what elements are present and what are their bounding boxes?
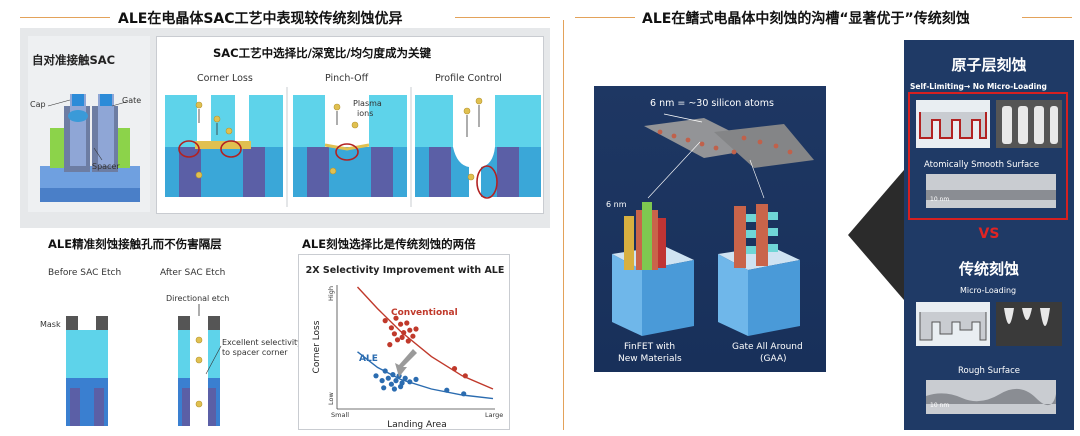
gate-label: Gate <box>122 96 142 105</box>
data-point-1-3 <box>385 375 391 381</box>
data-point-1-0 <box>373 373 379 379</box>
key-factors-panel: SAC工艺中选择比/深宽比/均匀度成为关键 Corner Loss Pinch-… <box>156 36 544 214</box>
finfet-label-2: New Materials <box>618 354 682 364</box>
selectivity-label-2: to spacer corner <box>222 348 288 357</box>
y-tick-low: Low <box>327 392 335 405</box>
data-point-0-5 <box>404 320 410 326</box>
right-header-line-left <box>575 17 635 18</box>
selectivity-panel-title: ALE刻蚀选择比是传统刻蚀的两倍 <box>302 237 476 251</box>
data-point-0-14 <box>451 366 458 372</box>
data-point-1-15 <box>444 387 450 393</box>
trend-line-1 <box>357 351 494 400</box>
micro-loading-label: Micro-Loading <box>960 286 1017 295</box>
data-point-0-12 <box>391 331 397 337</box>
data-point-0-13 <box>405 338 411 344</box>
sac-panel-title: 自对准接触SAC <box>32 53 116 67</box>
conventional-profile-diagram <box>916 302 1062 414</box>
scale-label-1: 10 nm <box>930 196 950 203</box>
data-point-0-2 <box>393 315 399 321</box>
selectivity-label-1: Excellent selectivity <box>222 338 302 347</box>
data-point-1-14 <box>413 376 419 382</box>
left-section-title: ALE在电晶体SAC工艺中表现较传统刻蚀优异 <box>118 11 403 27</box>
finfet-label-1: FinFET with <box>624 342 676 352</box>
data-point-1-13 <box>398 384 404 390</box>
data-point-1-5 <box>390 372 396 378</box>
chart-xlabel: Landing Area <box>387 420 446 430</box>
etch-panel-title: ALE精准刻蚀接触孔而不伤害隔层 <box>48 237 222 251</box>
y-tick-high: High <box>327 286 335 301</box>
ale-title: 原子层刻蚀 <box>951 56 1027 74</box>
col-profile-control: Profile Control <box>435 73 502 84</box>
chart-title: 2X Selectivity Improvement with ALE <box>306 265 505 276</box>
before-sac-label: Before SAC Etch <box>48 268 122 278</box>
right-header-line-right <box>1022 17 1072 18</box>
cap-label: Cap <box>30 100 46 109</box>
scale-label-2: 10 nm <box>930 402 950 409</box>
conventional-title: 传统刻蚀 <box>958 260 1019 278</box>
six-nm-label: 6 nm <box>606 200 627 209</box>
etch-diagram <box>66 304 222 426</box>
data-point-1-9 <box>402 375 408 381</box>
chevron-pointer <box>848 170 904 300</box>
data-point-1-6 <box>393 378 399 384</box>
ale-arrow <box>395 349 417 377</box>
data-point-0-4 <box>401 330 407 336</box>
data-point-1-4 <box>388 381 394 387</box>
left-header-line-right <box>455 17 550 18</box>
data-point-1-12 <box>391 386 397 392</box>
col-corner-loss: Corner Loss <box>197 73 253 84</box>
data-point-0-10 <box>410 333 416 339</box>
center-divider <box>563 20 564 430</box>
data-point-1-1 <box>379 378 385 384</box>
etch-panel: ALE精准刻蚀接触孔而不伤害隔层 Before SAC Etch After S… <box>26 228 302 430</box>
data-point-0-6 <box>407 327 413 333</box>
data-point-1-16 <box>461 391 467 397</box>
rough-surface-label: Rough Surface <box>958 366 1020 376</box>
x-tick-small: Small <box>331 411 349 419</box>
selectivity-chart-panel: 2X Selectivity Improvement with ALE Land… <box>298 254 510 430</box>
vs-label: VS <box>978 226 1000 242</box>
x-tick-large: Large <box>485 411 503 419</box>
data-point-0-15 <box>462 373 468 379</box>
after-sac-label: After SAC Etch <box>160 268 226 278</box>
directional-label: Directional etch <box>166 294 230 303</box>
data-point-0-3 <box>398 321 404 327</box>
legend-conventional: Conventional <box>391 308 458 318</box>
plasma-label: Plasma <box>353 99 382 108</box>
col-pinch-off: Pinch-Off <box>325 73 369 84</box>
data-point-1-11 <box>381 385 387 391</box>
gaa-label-1: Gate All Around <box>732 342 803 352</box>
pointer-triangle <box>250 214 310 228</box>
chart-ylabel: Corner Loss <box>312 320 322 373</box>
legend-ale: ALE <box>359 354 378 364</box>
right-section-title: ALE在鳍式电晶体中刻蚀的沟槽“显著优于”传统刻蚀 <box>642 11 970 27</box>
data-point-0-9 <box>394 337 401 343</box>
ale-profile-diagram <box>916 100 1062 208</box>
left-header-line-left <box>20 17 110 18</box>
data-point-1-2 <box>382 368 388 374</box>
silicon-atoms-label: 6 nm = ~30 silicon atoms <box>650 98 774 109</box>
compare-panel: 原子层刻蚀 Self-Limiting→ No Micro-Loading At… <box>904 40 1074 430</box>
ale-highlight-box <box>908 92 1068 220</box>
mask-label: Mask <box>40 320 61 329</box>
gaa-label-2: (GAA) <box>760 354 787 364</box>
data-point-1-10 <box>407 379 413 385</box>
ions-label: ions <box>357 109 374 118</box>
data-point-0-8 <box>387 342 393 348</box>
sac-diagram <box>40 94 140 202</box>
self-limiting-label: Self-Limiting→ No Micro-Loading <box>910 82 1047 91</box>
key-factors-diagram <box>165 87 541 207</box>
finfet-panel: 6 nm = ~30 silicon atoms 6 nm FinFET wit… <box>594 86 826 372</box>
sac-panel: 自对准接触SAC Cap Gate Spacer <box>28 36 150 212</box>
spacer-label: Spacer <box>92 162 120 171</box>
data-point-0-11 <box>413 326 419 332</box>
smooth-surface-label: Atomically Smooth Surface <box>924 160 1040 170</box>
key-factors-title: SAC工艺中选择比/深宽比/均匀度成为关键 <box>213 46 432 60</box>
finfet-diagram <box>612 113 814 336</box>
trend-line-0 <box>356 286 494 390</box>
selectivity-chart: 2X Selectivity Improvement with ALE Land… <box>306 265 505 430</box>
data-point-0-0 <box>382 318 388 324</box>
data-point-0-7 <box>399 334 405 340</box>
data-point-0-1 <box>388 325 394 331</box>
